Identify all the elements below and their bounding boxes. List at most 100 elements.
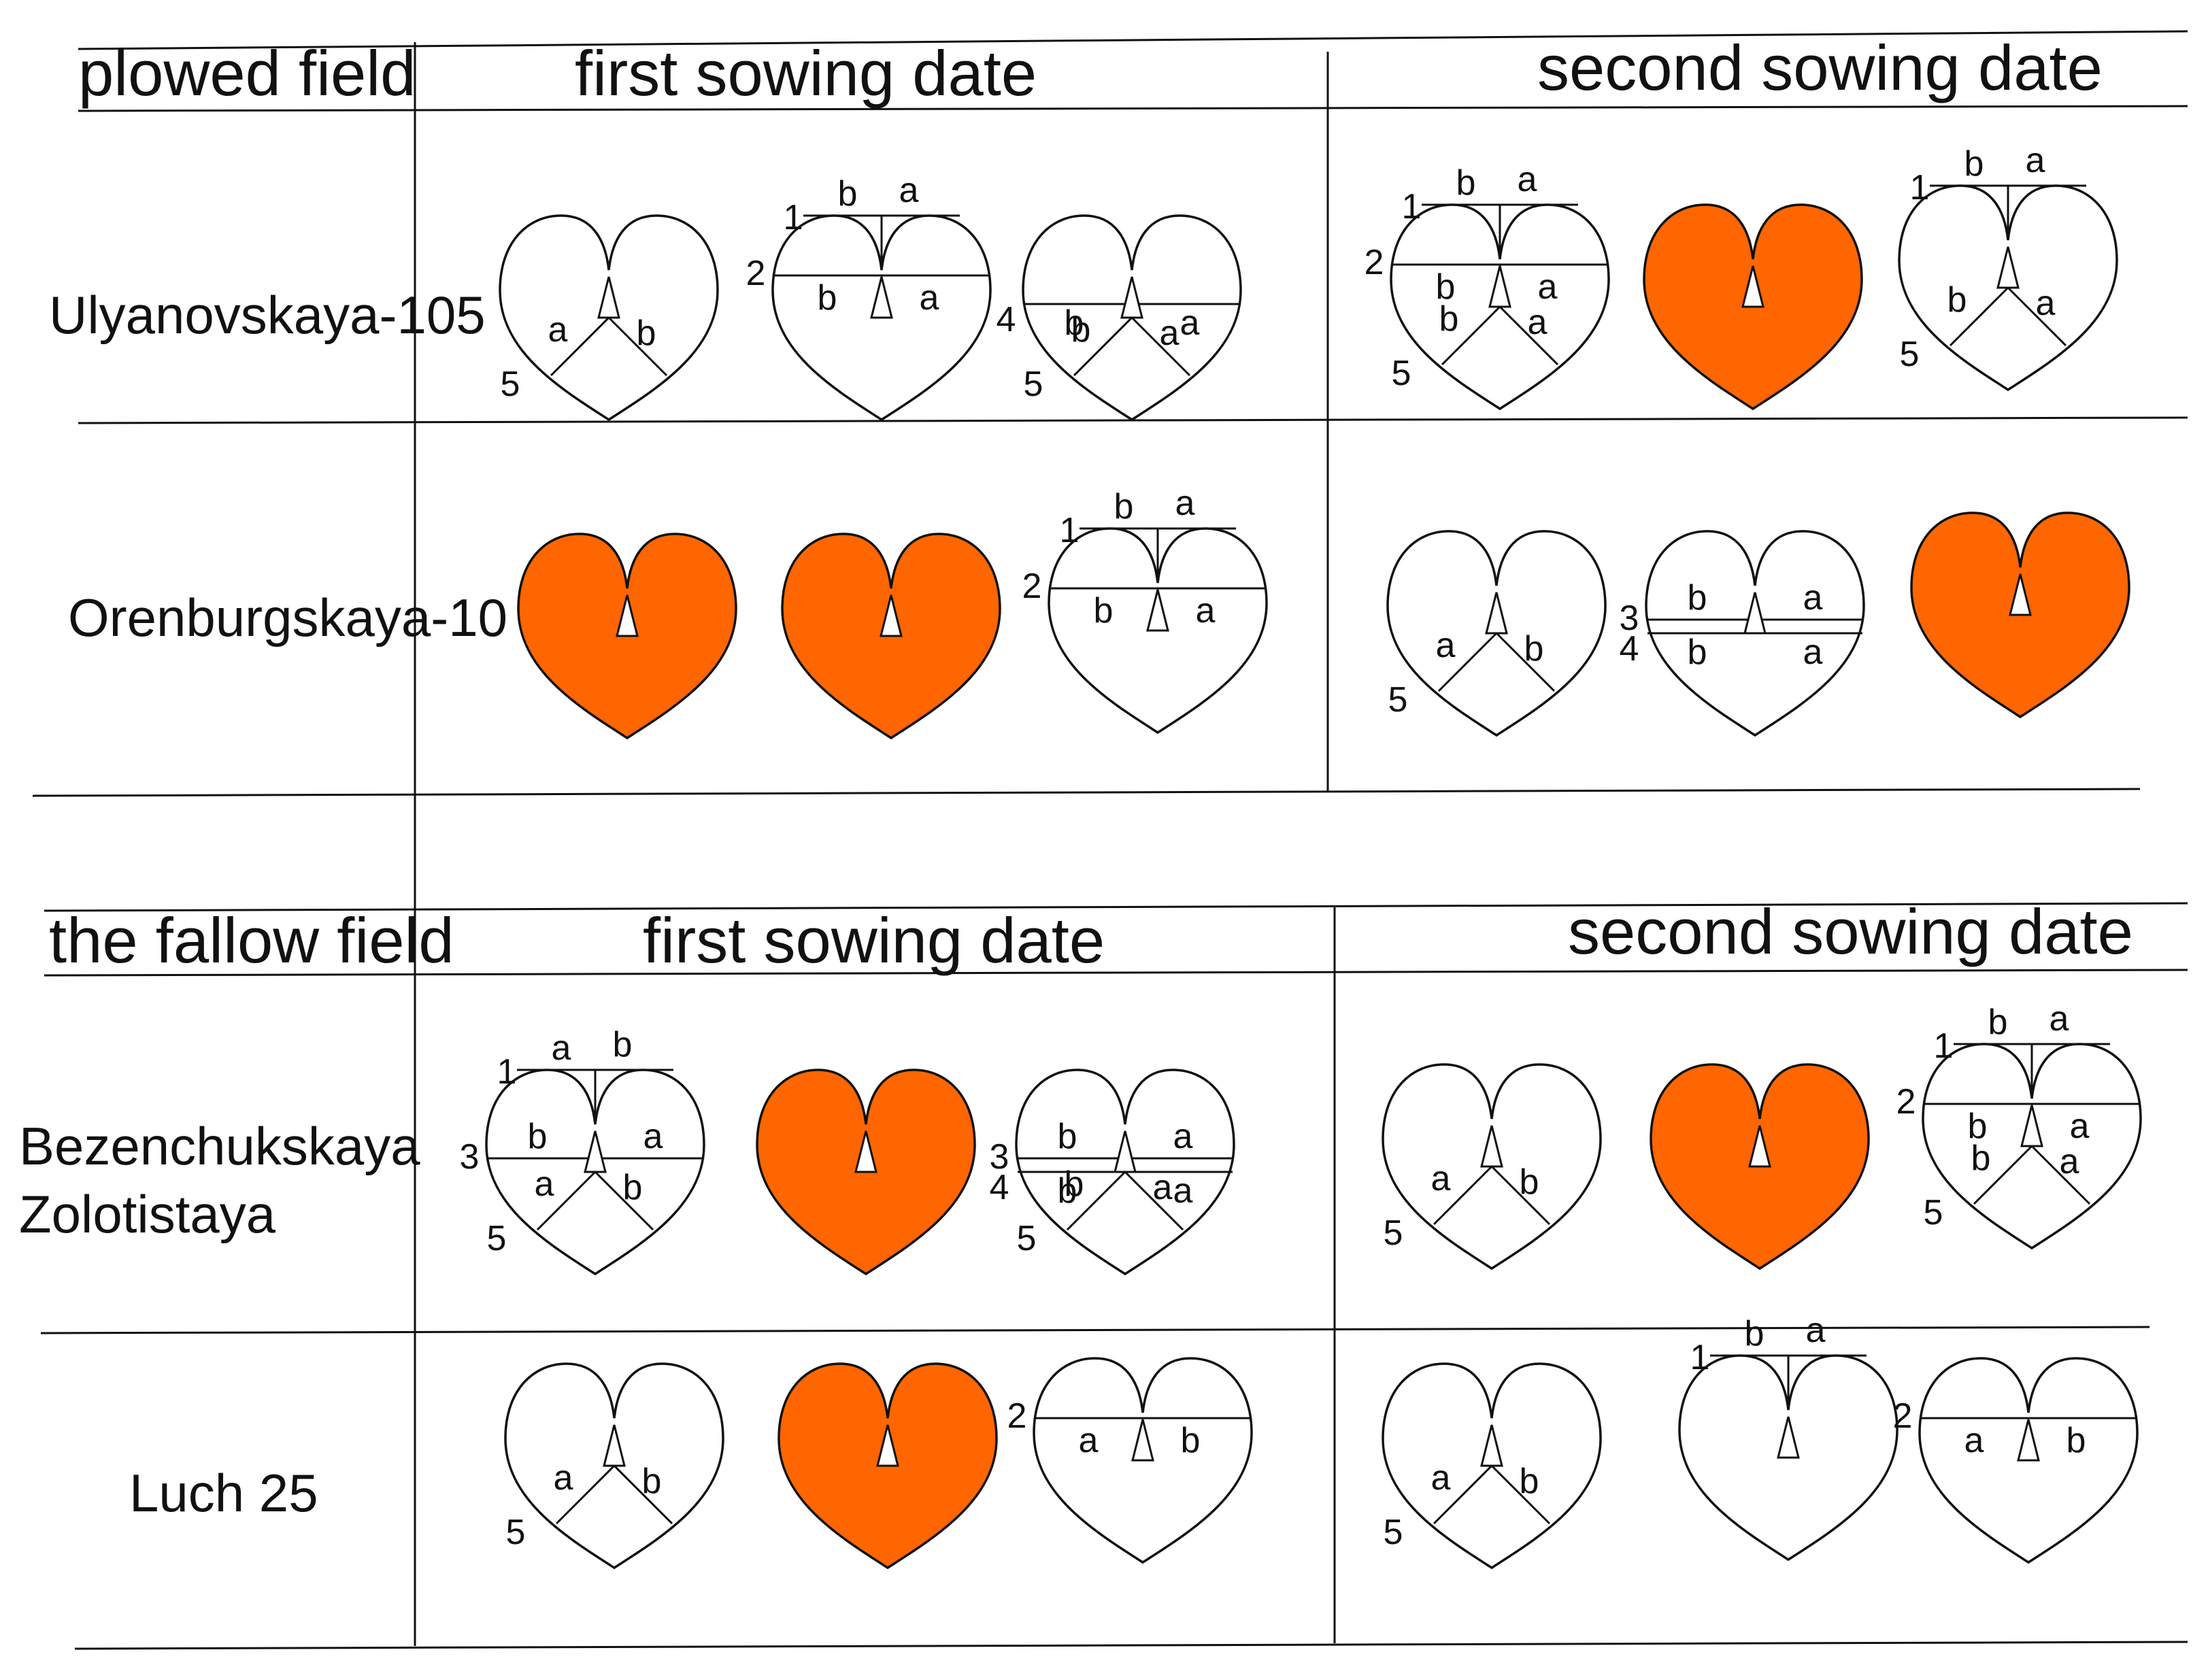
zone-label-2: 2 bbox=[746, 254, 766, 293]
zone-1-right: a bbox=[1175, 484, 1195, 523]
zone-5-right: a bbox=[1528, 303, 1548, 342]
zone-label-1: 1 bbox=[1934, 1026, 1954, 1066]
petiole-notch bbox=[880, 594, 903, 637]
zone-label-1: 1 bbox=[1060, 511, 1080, 550]
petiole-notch bbox=[1488, 265, 1511, 308]
zone-2-left: b bbox=[818, 278, 837, 318]
zone-5-right-line bbox=[2030, 1145, 2091, 1205]
zone-5-left: a bbox=[1431, 1159, 1451, 1198]
zone-2-left: b bbox=[1094, 591, 1114, 631]
petiole-notch bbox=[854, 1130, 877, 1173]
zone-5-left-line bbox=[1073, 316, 1133, 377]
zone-5-right-line bbox=[1495, 632, 1556, 692]
zone-5-right-line bbox=[613, 1464, 673, 1525]
zone-5-right: a bbox=[2060, 1142, 2079, 1181]
petiole-notch bbox=[616, 594, 639, 637]
zone-label-5: 5 bbox=[1900, 335, 1920, 374]
zone-label-3: 3 bbox=[460, 1137, 480, 1177]
zone-4-right: a bbox=[1173, 1171, 1193, 1211]
zone-5-right: a bbox=[2036, 284, 2056, 323]
zone-label-2: 2 bbox=[1896, 1082, 1916, 1122]
zone-label-3: 3 bbox=[990, 1137, 1009, 1177]
petiole-notch bbox=[1120, 276, 1143, 319]
zone-3-right: a bbox=[1173, 1117, 1193, 1156]
zone-1-right: a bbox=[2026, 141, 2045, 180]
zone-5-left-line bbox=[536, 1171, 597, 1231]
zone-5-right-line bbox=[1490, 1165, 1551, 1226]
zone-5-left-line bbox=[1949, 286, 2009, 347]
row-label-zolotistaya: Zolotistaya bbox=[19, 1184, 276, 1244]
leaf-h5 bbox=[1643, 203, 1863, 410]
zone-1-left: b bbox=[1745, 1314, 1764, 1354]
column-header-first-sowing-date-2: first sowing date bbox=[643, 905, 1105, 976]
leaf-h8 bbox=[781, 533, 1001, 739]
zone-5-right-line bbox=[1124, 1171, 1184, 1231]
petiole-notch bbox=[584, 1130, 607, 1173]
zone-2-left: b bbox=[1436, 267, 1456, 307]
petiole-notch bbox=[1114, 1130, 1137, 1173]
zone-5-right: a bbox=[1160, 314, 1180, 353]
row-label-ulyanovskaya: Ulyanovskaya-105 bbox=[49, 285, 486, 345]
zone-1-left: b bbox=[1988, 1003, 2008, 1042]
zone-5-right-line bbox=[2007, 286, 2067, 347]
leaf-h7 bbox=[517, 533, 737, 739]
zone-label-2: 2 bbox=[1022, 567, 1042, 606]
zone-3-left: b bbox=[1058, 1117, 1077, 1156]
zone-1-left: b bbox=[1964, 144, 1984, 184]
zone-5-left: b bbox=[1071, 310, 1091, 350]
petiole-notch bbox=[597, 276, 620, 319]
zone-label-3: 3 bbox=[1620, 599, 1639, 638]
zone-2-right: a bbox=[2070, 1107, 2090, 1146]
table-grid bbox=[32, 30, 2188, 1650]
zone-4-right: a bbox=[1180, 303, 1200, 343]
zone-1-right: a bbox=[1806, 1311, 1826, 1350]
zone-1-right: a bbox=[899, 171, 919, 210]
field-title-fallow: the fallow field bbox=[49, 905, 454, 976]
zone-label-4: 4 bbox=[997, 300, 1016, 339]
zone-label-5: 5 bbox=[1024, 365, 1043, 404]
leaf-h17 bbox=[1650, 1063, 1870, 1270]
petiole-notch bbox=[1480, 1125, 1503, 1168]
petiole-notch bbox=[1480, 1424, 1503, 1467]
zone-label-1: 1 bbox=[1402, 187, 1422, 226]
zone-5-left: a bbox=[535, 1164, 554, 1204]
zone-1-left: b bbox=[838, 174, 858, 214]
zone-5-right-line bbox=[1131, 316, 1191, 377]
zone-2-right: a bbox=[1196, 591, 1216, 631]
zone-5-left: a bbox=[1436, 626, 1456, 665]
zone-4-right: a bbox=[1803, 633, 1823, 672]
zone-5-right: a bbox=[1153, 1168, 1173, 1207]
zone-5-right-line bbox=[1499, 305, 1559, 366]
petiole-notch bbox=[1741, 265, 1764, 308]
petiole-notch bbox=[2017, 1419, 2040, 1462]
zone-5-right-line bbox=[1490, 1464, 1551, 1525]
zone-label-5: 5 bbox=[1384, 1213, 1403, 1253]
zone-2-right: a bbox=[920, 278, 939, 318]
zone-label-1: 1 bbox=[784, 198, 803, 237]
zone-2-left: a bbox=[1079, 1421, 1099, 1460]
petiole-notch bbox=[1777, 1416, 1800, 1459]
petiole-notch bbox=[1146, 589, 1169, 632]
field-title-plowed: plowed field bbox=[78, 37, 416, 109]
zone-2-left: a bbox=[1964, 1421, 1984, 1460]
zone-5-right: b bbox=[642, 1462, 662, 1501]
zone-4-left: b bbox=[1688, 633, 1707, 672]
zone-5-left: a bbox=[1431, 1458, 1451, 1498]
zone-5-left-line bbox=[1433, 1165, 1493, 1226]
column-header-second-sowing-date: second sowing date bbox=[1537, 32, 2103, 103]
zone-1-right: a bbox=[1518, 160, 1537, 199]
petiole-notch bbox=[1748, 1125, 1771, 1168]
zone-5-right: b bbox=[1520, 1462, 1539, 1501]
